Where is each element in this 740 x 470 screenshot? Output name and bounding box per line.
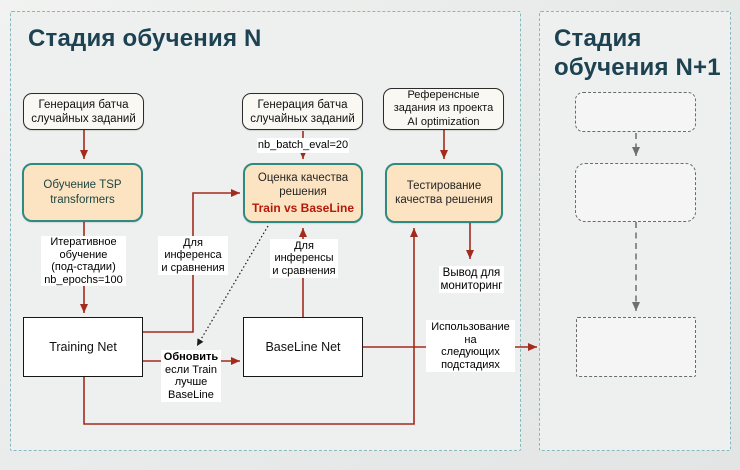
node-generate-batch-1: Генерация батча случайных заданий xyxy=(23,93,144,130)
node-eval-quality-label: Оценка качества решения xyxy=(257,171,349,199)
label-nb-batch-eval: nb_batch_eval=20 xyxy=(257,138,349,153)
node-generate-batch-2: Генерация батча случайных заданий xyxy=(242,93,363,130)
stage-n-plus-1-title: Стадия обучения N+1 xyxy=(554,25,721,81)
node-eval-train-vs-baseline: Train vs BaseLine xyxy=(251,200,355,215)
label-update-rest: если Train лучше BaseLine xyxy=(165,363,217,401)
label-update-bold: Обновить xyxy=(163,351,219,363)
node-test-quality: Тестирование качества решения xyxy=(385,163,503,223)
ghost-node-1 xyxy=(575,92,696,132)
label-monitor-output: Вывод для мониторинг xyxy=(439,266,504,293)
node-eval-quality: Оценка качества решения Train vs BaseLin… xyxy=(243,163,363,223)
node-train-tsp-transformers: Обучение TSP transformers xyxy=(22,163,143,222)
label-update-if-better: Обновить если Train лучше BaseLine xyxy=(161,350,221,402)
label-iterative-training: Итеративное обучение (под-стадии) nb_epo… xyxy=(41,236,126,286)
stage-n-region xyxy=(10,11,521,451)
label-for-inference-2: Для инференсы и сравнения xyxy=(270,239,338,278)
node-training-net: Training Net xyxy=(23,317,143,377)
stage-n-title: Стадия обучения N xyxy=(28,25,262,52)
label-usage-next-substages: Использование на следующих подстадиях xyxy=(426,320,515,372)
ghost-node-3 xyxy=(576,317,696,377)
node-reference-tasks: Референсные задания из проекта AI optimi… xyxy=(383,88,504,130)
ghost-node-2 xyxy=(575,163,696,222)
node-baseline-net: BaseLine Net xyxy=(243,317,363,377)
stage-n-plus-1-region xyxy=(539,11,731,451)
label-for-inference-1: Для инференса и сравнения xyxy=(158,236,228,275)
